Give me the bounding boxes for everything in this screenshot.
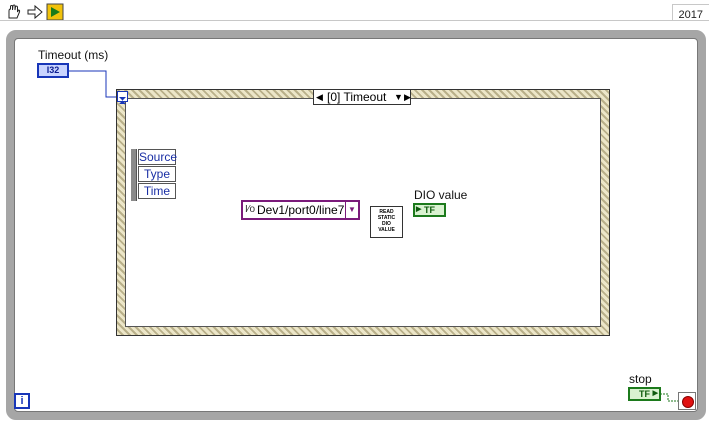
control-arrow-icon: ▶ [652, 390, 658, 397]
dio-value-indicator[interactable]: ▶ TF [413, 203, 446, 217]
event-data-node[interactable]: Source Type Time [131, 149, 178, 201]
data-node-time[interactable]: Time [138, 183, 176, 199]
event-case-label: [0] Timeout [327, 90, 387, 104]
while-loop-inner [14, 38, 698, 412]
timeout-wire [69, 70, 117, 98]
indicator-arrow-icon: ▶ [416, 206, 422, 213]
data-node-type[interactable]: Type [138, 166, 176, 182]
stop-type: TF [639, 389, 650, 399]
stop-wire [660, 393, 678, 402]
data-node-handle[interactable] [131, 149, 137, 201]
version-tab [672, 4, 709, 21]
event-case-selector[interactable]: ◀ [0] Timeout ▼ ▶ [313, 89, 411, 105]
iteration-terminal[interactable]: i [14, 393, 30, 409]
read-static-dio-vi[interactable]: READ STATIC DIO VALUE [370, 206, 403, 238]
version-label: 2017 [678, 9, 703, 21]
channel-value: Dev1/port0/line7 [257, 203, 345, 217]
stop-red-dot [682, 396, 694, 408]
hand-tool-icon[interactable] [4, 3, 22, 21]
stop-label: stop [629, 372, 652, 386]
timeout-terminal-icon[interactable] [117, 91, 128, 104]
highlight-execution-icon[interactable] [46, 3, 64, 21]
vi-line-4: VALUE [378, 227, 395, 233]
vi-line-2: STATIC [377, 215, 396, 221]
run-arrow-icon[interactable] [26, 3, 44, 21]
channel-constant[interactable]: I⁄o Dev1/port0/line7 ▼ [241, 200, 360, 220]
toolbar-divider [0, 20, 709, 21]
io-channel-icon: I⁄o [245, 204, 256, 215]
vi-line-1: READ [379, 209, 394, 215]
vi-line-3: DIO [382, 221, 391, 227]
stop-control[interactable]: TF ▶ [628, 387, 661, 401]
dropdown-arrow-icon[interactable]: ▼ [394, 92, 403, 102]
timeout-terminal[interactable]: I32 [37, 63, 69, 78]
event-case-area [125, 98, 601, 327]
timeout-label: Timeout (ms) [38, 48, 109, 62]
data-node-source[interactable]: Source [138, 149, 178, 165]
decrement-arrow-icon[interactable]: ◀ [316, 92, 323, 102]
loop-condition-stop-icon[interactable] [678, 392, 696, 410]
dio-value-type: TF [424, 205, 435, 215]
dio-value-label: DIO value [414, 188, 468, 202]
increment-arrow-icon[interactable]: ▶ [404, 92, 411, 102]
channel-dropdown-icon[interactable]: ▼ [345, 202, 358, 218]
